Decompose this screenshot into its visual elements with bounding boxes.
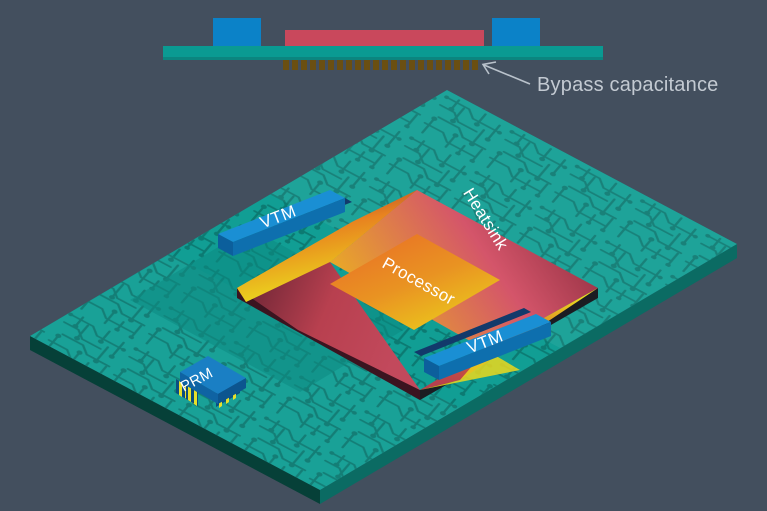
heatsink-ramp-upper-left (237, 190, 417, 302)
bypass-capacitance-arrow-icon (481, 61, 531, 85)
vtm-lower-left-face (424, 358, 439, 380)
prm-left-face (180, 372, 218, 404)
vtm-upper-side-face (233, 198, 345, 256)
processor-die (330, 234, 500, 330)
bypass-capacitance-label: Bypass capacitance (537, 74, 718, 96)
vtm-upper-top-face (218, 190, 345, 242)
cross-section-vtm-right (492, 18, 540, 46)
vtm-lower-top-face (424, 314, 551, 366)
heatsink-group: Processor (237, 190, 598, 400)
board-side-left (30, 336, 320, 504)
vtm-upper-left-group: VTM (218, 190, 352, 256)
prm-right-face (218, 378, 246, 404)
prm-module-group: PRM (176, 356, 246, 408)
vtm-upper-left-face (218, 234, 233, 256)
vtm-lower-right-group: VTM (414, 308, 551, 380)
prm-top-face (180, 356, 246, 394)
cross-section-group: Bypass capacitance (163, 18, 718, 96)
bypass-capacitor-row (283, 60, 478, 70)
heatsink-face-west (237, 262, 420, 390)
vtm-lower-contact-strip (414, 308, 531, 356)
board-side-right (320, 244, 737, 504)
heatsink-ramp-lower-right (420, 350, 520, 390)
cross-section-processor-block (285, 30, 484, 46)
vtm-lower-side-face (439, 322, 551, 380)
cross-section-pcb (163, 46, 603, 57)
cross-section-pcb-edge (163, 57, 603, 60)
cross-section-vtm-left (213, 18, 261, 46)
